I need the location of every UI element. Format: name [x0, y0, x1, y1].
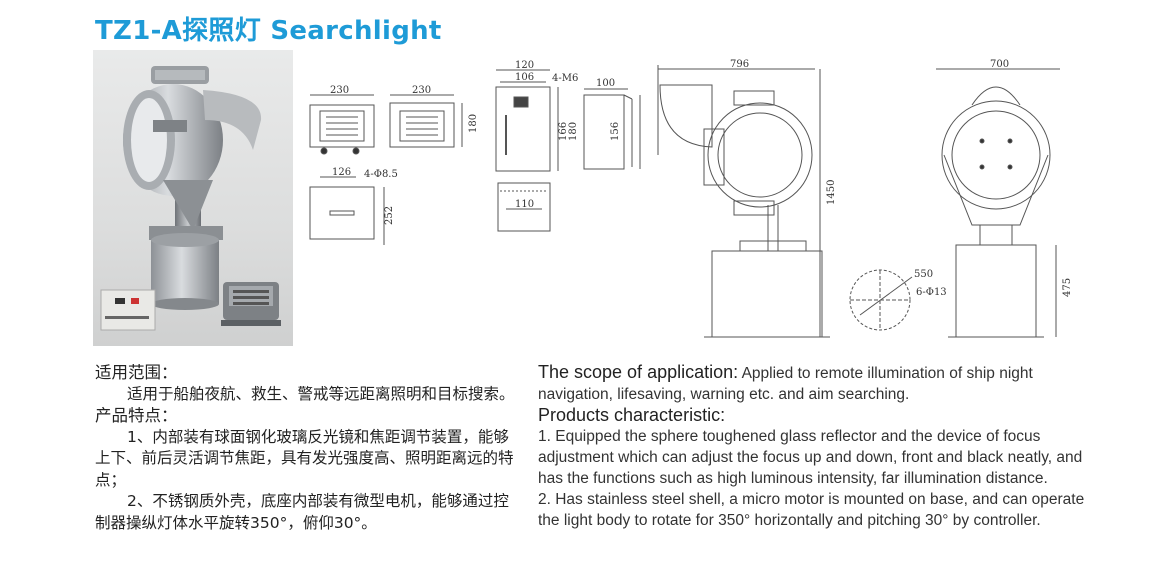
transformer-side-view: 230 180 [389, 85, 479, 148]
cn-scope-heading: 适用范围： [95, 363, 178, 382]
en-feature-2: 2. Has stainless steel shell, a micro mo… [538, 491, 1085, 529]
dim-base-width: 126 [332, 167, 351, 178]
technical-drawings: 230 230 180 126 4-Φ8.5 252 [300, 55, 1080, 345]
controller-bottom-view: 110 [497, 182, 551, 232]
dim-ctrl-screw: 4-M6 [552, 73, 578, 84]
dim-pcd: 550 [914, 269, 933, 280]
dim-lamp-front-width: 700 [990, 59, 1009, 70]
en-feature-1: 1. Equipped the sphere toughened glass r… [538, 428, 1083, 487]
dim-ctrl-depth: 100 [596, 78, 615, 89]
cn-features-heading: 产品特点： [95, 406, 178, 425]
dim-bolt-holes: 6-Φ13 [916, 287, 947, 298]
searchlight-front-view: 700 475 [936, 59, 1073, 338]
dim-lamp-total-height: 1450 [826, 180, 837, 205]
controller-side-view: 100 156 [583, 78, 641, 170]
dim-base-height: 252 [384, 206, 395, 225]
dim-ctrl-h1: 166 [558, 122, 569, 141]
cn-feature-2: 2、不锈钢质外壳，底座内部装有微型电机，能够通过控制器操纵灯体水平旋转350°，… [95, 492, 509, 532]
dim-ctrl-width: 120 [515, 60, 534, 71]
bolt-circle-plan: 550 6-Φ13 [849, 269, 947, 331]
dimension-drawings: 230 230 180 126 4-Φ8.5 252 [309, 59, 1073, 338]
searchlight-side-view: 796 1450 [657, 59, 837, 338]
dim-box2-width: 230 [412, 85, 431, 96]
dim-ctrl-inner: 106 [515, 72, 534, 83]
dim-ctrl-h2: 180 [568, 122, 579, 141]
transformer-base-plan: 126 4-Φ8.5 252 [309, 167, 398, 245]
searchlight-photo-illustration [100, 66, 281, 331]
controller-front-view: 120 106 4-M6 166 180 [495, 60, 579, 172]
en-scope-text: Applied to remote illumination of ship n… [538, 365, 1033, 403]
dim-ctrl-bottom: 110 [515, 199, 534, 210]
cn-feature-1: 1、内部装有球面钢化玻璃反光镜和焦距调节装置，能够上下、前后灵活调节焦距，具有发… [95, 427, 514, 489]
en-features-heading: Products characteristic: [538, 405, 726, 425]
dim-pedestal-height: 475 [1062, 278, 1073, 297]
chinese-description: 适用范围： 适用于船舶夜航、救生、警戒等远距离照明和目标搜索。 产品特点： 1、… [95, 362, 515, 534]
page-title: TZ1-A探照灯 Searchlight [95, 16, 442, 46]
english-description: The scope of application: Applied to rem… [538, 362, 1103, 531]
dim-base-holes: 4-Φ8.5 [364, 169, 398, 180]
en-scope-heading: The scope of application: [538, 362, 739, 382]
dim-ctrl-side: 156 [610, 122, 621, 141]
dim-box2-height: 180 [468, 114, 479, 133]
cn-scope-text: 适用于船舶夜航、救生、警戒等远距离照明和目标搜索。 [127, 384, 515, 403]
transformer-front-view: 230 [309, 85, 375, 155]
product-photo [93, 50, 293, 346]
dim-lamp-side-width: 796 [730, 59, 749, 70]
dim-box1-width: 230 [330, 85, 349, 96]
